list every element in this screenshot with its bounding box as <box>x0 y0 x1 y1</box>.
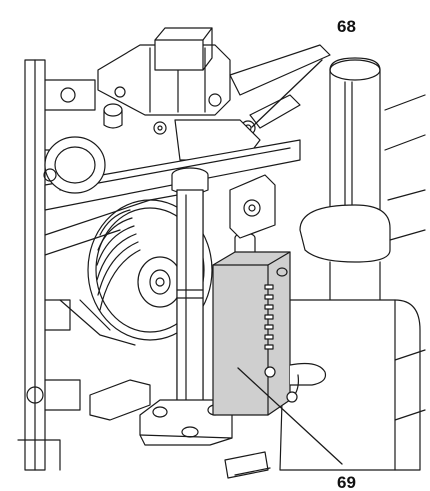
idler-pulley <box>43 136 106 194</box>
side-housing <box>229 174 276 239</box>
right-base <box>279 94 426 471</box>
right-column <box>299 57 391 333</box>
sensor-block <box>212 251 327 416</box>
left-frame <box>17 59 96 471</box>
leader-line-69 <box>237 367 343 465</box>
bottom-plates <box>89 379 271 479</box>
leader-line-68 <box>251 59 323 128</box>
top-fasteners <box>103 103 167 135</box>
guide-rod <box>171 167 209 425</box>
linkage-arm <box>174 44 331 161</box>
callout-69: 69 <box>337 473 356 491</box>
top-housing <box>97 27 231 116</box>
rod-bracket <box>139 399 233 446</box>
callout-68: 68 <box>337 17 356 36</box>
